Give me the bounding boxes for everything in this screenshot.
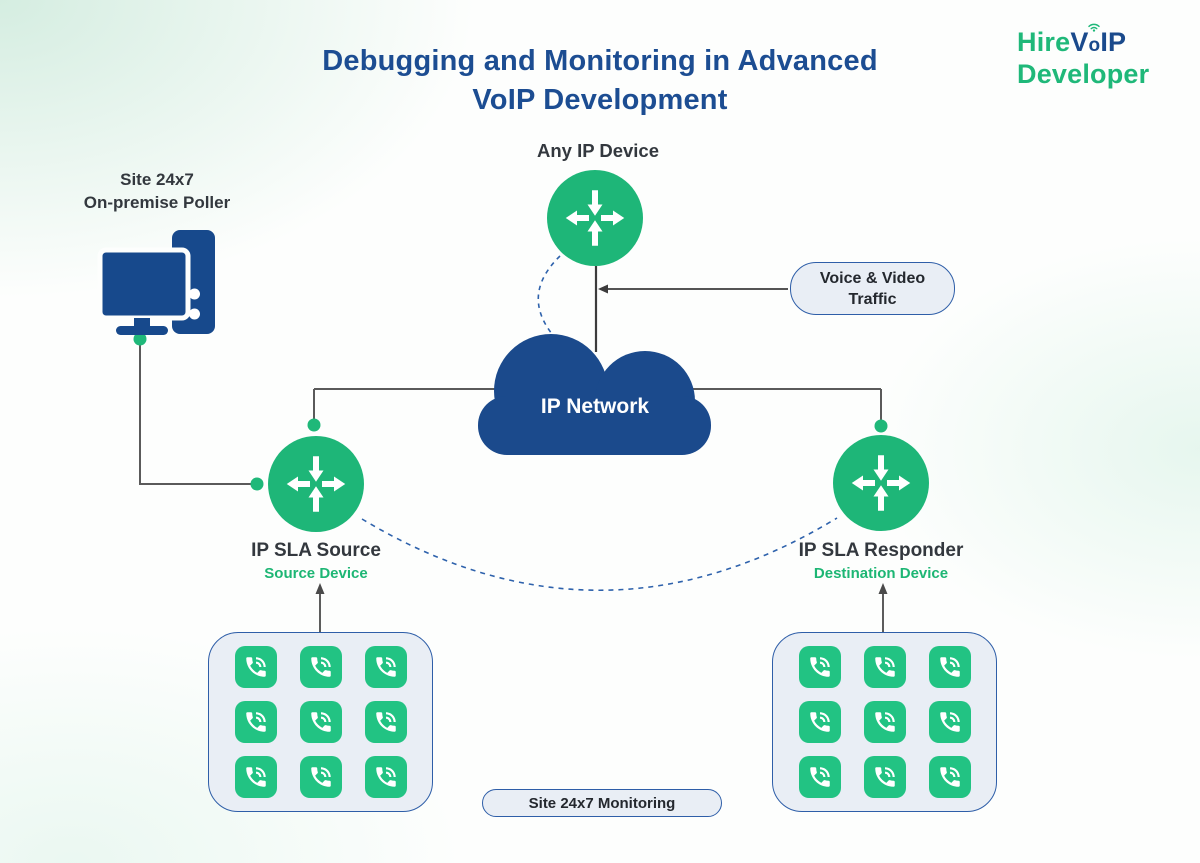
phone-icon [863, 646, 906, 688]
logo-developer: Developer [1017, 59, 1150, 89]
page-title-line2: VoIP Development [472, 84, 728, 116]
connection-dot-responder-top [874, 419, 888, 433]
cloud-icon [478, 334, 711, 455]
sla-source-label-group: IP SLA Source Source Device [206, 540, 426, 582]
page-title-line1: Debugging and Monitoring in Advanced [322, 45, 878, 77]
router-arrows-icon [559, 182, 631, 254]
router-icon-sla-responder [833, 435, 929, 531]
phone-icon [928, 701, 971, 743]
phone-group-source [208, 632, 433, 812]
phone-icon [299, 646, 342, 688]
traffic-badge-line1: Voice & Video [819, 269, 926, 287]
arrow-phones-to-source [315, 583, 325, 632]
poller-label: Site 24x7 On-premise Poller [57, 168, 257, 214]
phone-icon [234, 646, 277, 688]
desktop-computer-icon [97, 230, 215, 335]
connection-dot-source-top [307, 418, 321, 432]
phone-icon [798, 646, 841, 688]
router-arrows-icon [280, 448, 352, 520]
phone-icon [798, 756, 841, 798]
poller-label-line2: On-premise Poller [83, 193, 231, 212]
router-icon-any-ip-device [547, 170, 643, 266]
arrow-phones-to-responder [878, 583, 888, 632]
router-icon-sla-source [268, 436, 364, 532]
page-title: Debugging and Monitoring in Advanced VoI… [250, 42, 950, 120]
phone-icon [364, 701, 407, 743]
phone-icon [234, 701, 277, 743]
logo-hire: Hire [1017, 27, 1071, 57]
phone-icon [234, 756, 277, 798]
phone-group-responder [772, 632, 997, 812]
phone-icon [299, 756, 342, 798]
ip-network-label: IP Network [540, 395, 650, 418]
phone-icon [798, 701, 841, 743]
poller-label-line1: Site 24x7 [120, 170, 194, 189]
connection-dots [133, 332, 888, 491]
any-ip-device-label: Any IP Device [536, 140, 660, 161]
phone-icon [364, 646, 407, 688]
traffic-badge-line2: Traffic [848, 290, 897, 308]
dashed-curve-source-to-responder [361, 517, 838, 591]
connection-dot-poller [133, 332, 147, 346]
sla-source-sublabel: Source Device [264, 565, 368, 582]
sla-responder-label-group: IP SLA Responder Destination Device [771, 540, 991, 582]
site24x7-monitoring-label: Site 24x7 Monitoring [528, 794, 676, 812]
dashed-curve-device-to-cloud [537, 255, 561, 335]
phone-icon [364, 756, 407, 798]
sla-source-label: IP SLA Source [251, 540, 381, 561]
logo-v: V [1070, 27, 1089, 57]
site24x7-monitoring-badge: Site 24x7 Monitoring [482, 789, 722, 817]
voice-video-traffic-badge: Voice & Video Traffic [790, 262, 955, 315]
phone-icon [928, 646, 971, 688]
logo-o: o [1088, 35, 1101, 56]
phone-icon [863, 701, 906, 743]
sla-responder-sublabel: Destination Device [813, 565, 949, 582]
traffic-arrow [598, 284, 788, 294]
wifi-icon [1088, 23, 1101, 32]
phone-icon [299, 701, 342, 743]
sla-responder-label: IP SLA Responder [798, 540, 964, 561]
connector-poller-to-source [139, 342, 253, 485]
connection-dot-source-left [250, 477, 264, 491]
phone-icon [928, 756, 971, 798]
phone-icon [863, 756, 906, 798]
router-arrows-icon [845, 447, 917, 519]
logo-ip: IP [1100, 27, 1127, 57]
